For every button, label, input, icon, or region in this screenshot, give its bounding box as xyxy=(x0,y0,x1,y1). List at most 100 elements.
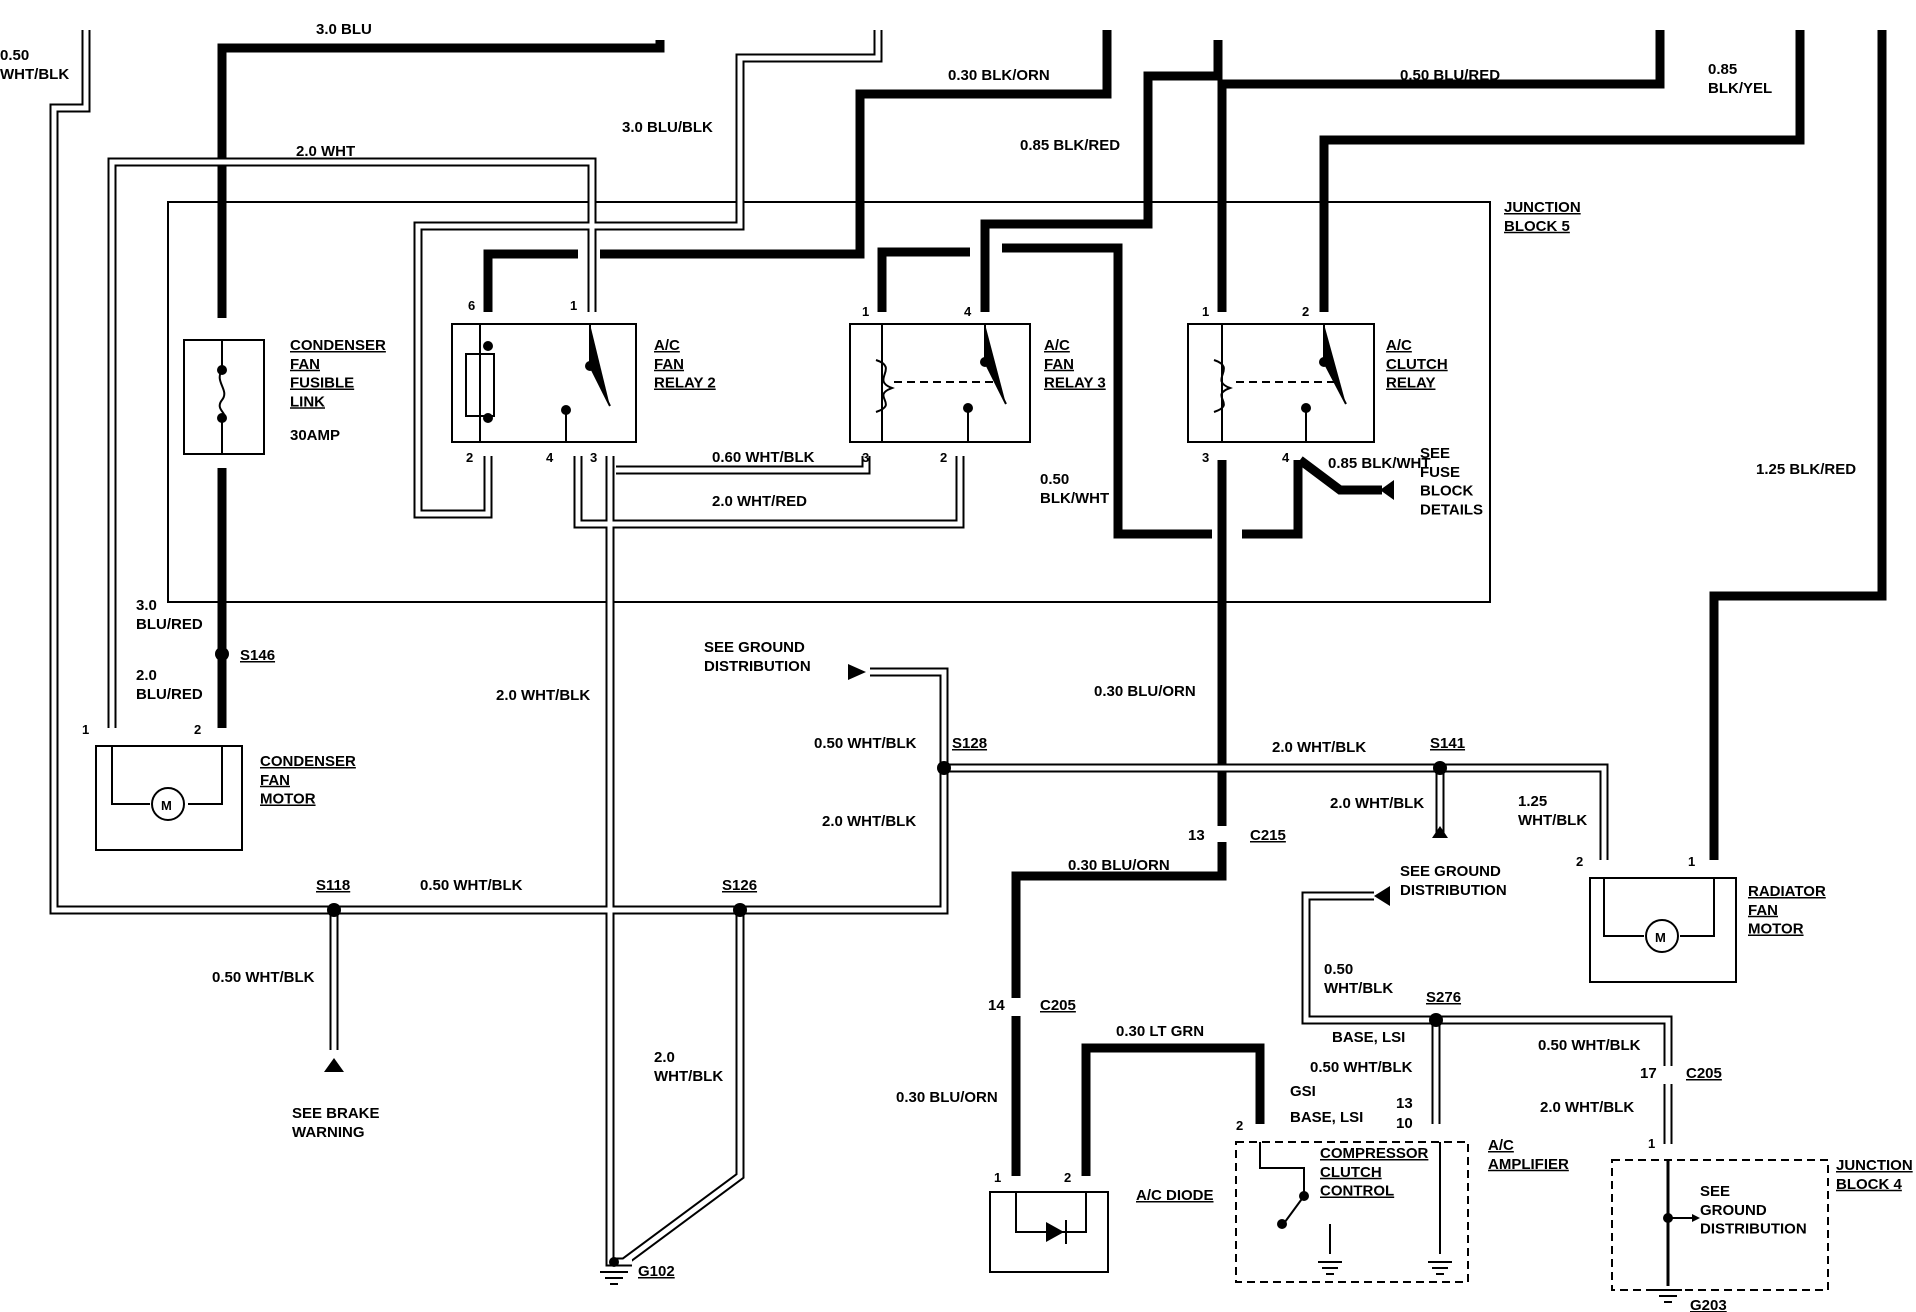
reference-arrows xyxy=(324,480,1448,1072)
label-3-0-blu: 3.0 BLU xyxy=(316,21,372,38)
pin-rfm-2: 2 xyxy=(1576,854,1583,869)
pin-r2-1: 1 xyxy=(570,298,577,313)
label-s128: S128 xyxy=(952,735,987,752)
label-0-50-wht-blk-mid: 0.50 WHT/BLK xyxy=(420,877,523,894)
pin-r2-2: 2 xyxy=(466,450,473,465)
wire-1-25-blk-red xyxy=(1709,30,1887,860)
label-0-50-wht-blk-amp: 0.50 WHT/BLK xyxy=(1310,1059,1413,1076)
label-0-50-wht-blk-s118: 0.50 WHT/BLK xyxy=(212,969,315,986)
ground-g203-symbol xyxy=(1654,1289,1682,1303)
label-pin-13: 13 xyxy=(1396,1095,1413,1112)
label-gsi: GSI xyxy=(1290,1083,1316,1100)
pin-rc-4: 4 xyxy=(1282,450,1290,465)
splice-s276-dot xyxy=(1429,1013,1443,1027)
wire-0-30-blk-orn xyxy=(600,30,1112,259)
ground-distribution-arrow-1 xyxy=(848,664,866,680)
label-s118: S118 xyxy=(316,877,350,894)
label-c205-a: C205 xyxy=(1040,997,1076,1014)
label-c205-a-pin: 14 xyxy=(988,997,1005,1014)
splice-s126-dot xyxy=(733,903,747,917)
wire-relay3-pin1-feed xyxy=(877,247,970,312)
pin-r2-6: 6 xyxy=(468,298,475,313)
label-c215: C215 xyxy=(1250,827,1286,844)
label-base-lsi-2: BASE, LSI xyxy=(1290,1109,1363,1126)
ac-diode xyxy=(989,1191,1109,1273)
label-g102: G102 xyxy=(638,1263,675,1280)
wire-relay2-pin6 xyxy=(483,249,578,312)
label-0-30-blu-orn-b: 0.30 BLU/ORN xyxy=(1068,857,1170,874)
pin-rc-1: 1 xyxy=(1202,304,1209,319)
splice-labels: S146 S128 S141 S118 S126 S276 xyxy=(240,647,1465,1006)
label-2-0-wht-blk-f: 2.0 WHT/BLK xyxy=(1540,1099,1634,1116)
motor-m-symbol-2: M xyxy=(1655,930,1666,945)
wire-0-85-blk-yel xyxy=(1319,30,1805,312)
pin-r3-4: 4 xyxy=(964,304,972,319)
label-2-0-wht-blk-a: 2.0 WHT/BLK xyxy=(496,687,590,704)
wire-0-85-blk-red xyxy=(980,40,1223,312)
pin-diode-1: 1 xyxy=(994,1170,1001,1185)
label-c215-pin: 13 xyxy=(1188,827,1205,844)
wire-clutch-pin4-loop xyxy=(1242,460,1303,539)
connector-labels: C215 13 C205 14 C205 17 xyxy=(988,827,1722,1082)
label-0-85-blk-wht: 0.85 BLK/WHT xyxy=(1328,455,1431,472)
ac-clutch-relay xyxy=(1187,323,1375,443)
motor-m-symbol: M xyxy=(161,798,172,813)
label-3-0-blu-blk: 3.0 BLU/BLK xyxy=(622,119,713,136)
label-0-30-lt-grn: 0.30 LT GRN xyxy=(1116,1023,1204,1040)
wire-0-50-blu-red xyxy=(1217,30,1665,312)
ac-fan-relay-2 xyxy=(451,323,637,443)
condenser-fan-fusible-link xyxy=(183,339,265,455)
condenser-fan-motor: M xyxy=(95,745,243,851)
ground-labels: G102 G203 xyxy=(638,1263,1727,1312)
label-2-0-wht-blk-b: 2.0 WHT/BLK xyxy=(822,813,916,830)
pin-jb4-1: 1 xyxy=(1648,1136,1655,1151)
pin-cfm-2: 2 xyxy=(194,722,201,737)
label-s146: S146 xyxy=(240,647,275,664)
label-0-30-blk-orn: 0.30 BLK/ORN xyxy=(948,67,1050,84)
label-2-0-wht: 2.0 WHT xyxy=(296,143,355,160)
wire-0-85-blk-wht xyxy=(1297,456,1382,495)
s141-ground-arrow xyxy=(1432,826,1448,838)
pin-diode-2: 2 xyxy=(1064,1170,1071,1185)
label-g203: G203 xyxy=(1690,1297,1727,1312)
variant-labels: BASE, LSI GSI BASE, LSI 13 10 xyxy=(1290,1029,1413,1132)
fuse-block-arrow xyxy=(1380,480,1394,500)
pin-r3-2: 2 xyxy=(940,450,947,465)
label-base-lsi-1: BASE, LSI xyxy=(1332,1029,1405,1046)
label-fusible-rating: 30AMP xyxy=(290,427,340,444)
wire-0-30-lt-grn xyxy=(1081,1043,1265,1176)
label-c205-b-pin: 17 xyxy=(1640,1065,1657,1082)
radiator-fan-motor: M xyxy=(1589,877,1737,983)
junction-block-4-box xyxy=(1611,1159,1829,1291)
label-0-50-blu-red: 0.50 BLU/RED xyxy=(1400,67,1500,84)
label-0-60-wht-blk: 0.60 WHT/BLK xyxy=(712,449,815,466)
splice-dots xyxy=(215,647,1447,1027)
splice-s128-dot xyxy=(937,761,951,775)
label-1-25-blk-red: 1.25 BLK/RED xyxy=(1756,461,1856,478)
label-s276: S276 xyxy=(1426,989,1461,1006)
ground-distribution-arrow-2 xyxy=(1374,886,1390,906)
wire-0-30-blu-orn-b xyxy=(1011,842,1227,998)
ac-fan-relay-3 xyxy=(849,323,1031,443)
splice-s146-dot xyxy=(215,647,229,661)
